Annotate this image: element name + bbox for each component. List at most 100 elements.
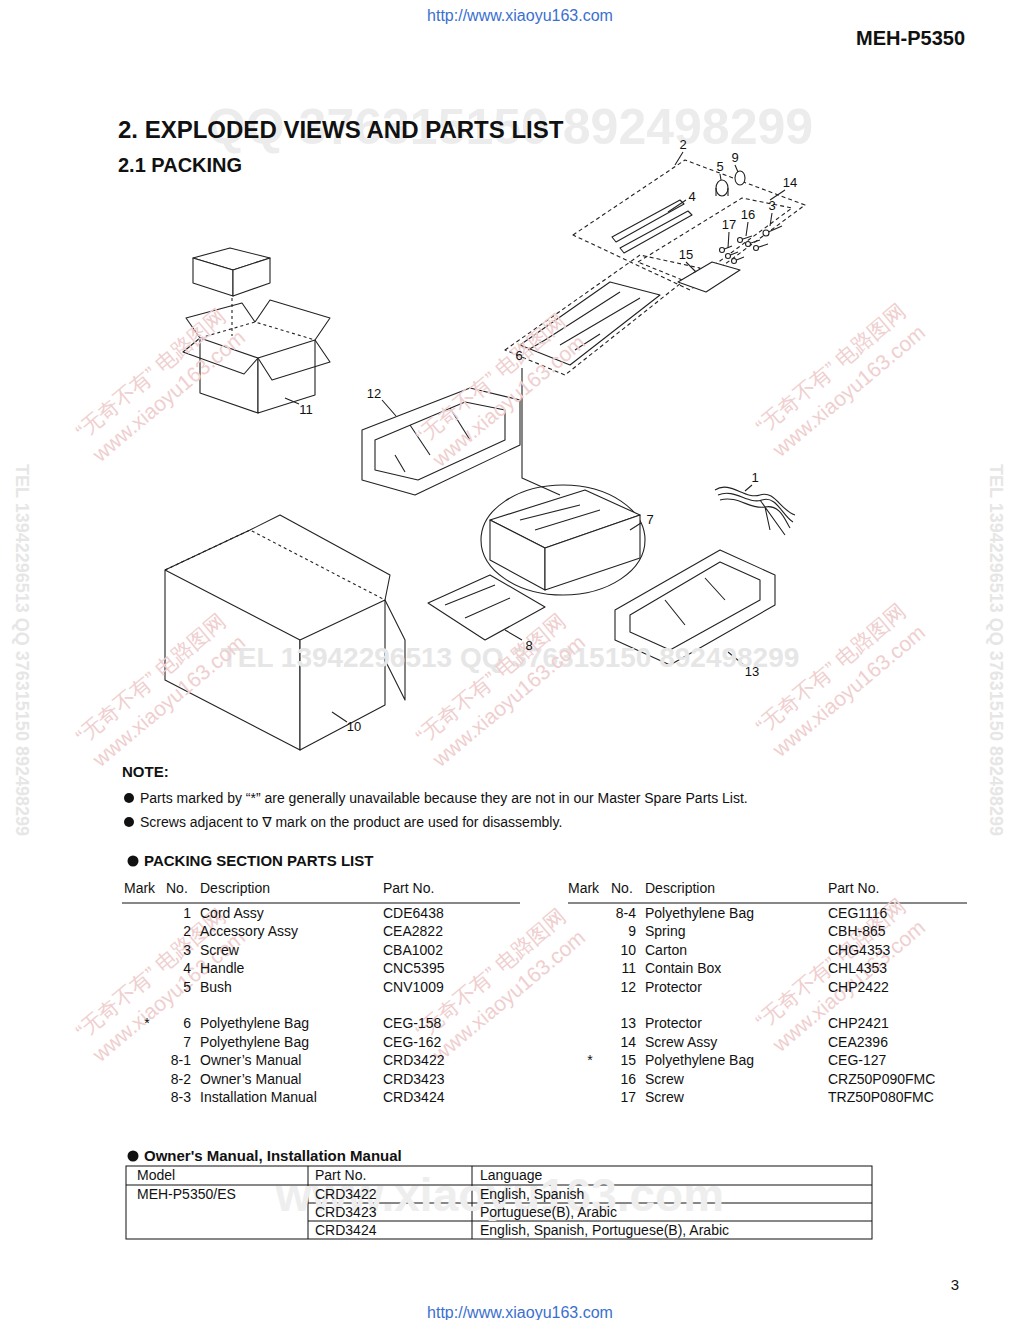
number-cell: 2 [183, 923, 191, 939]
part-number-cell: CRZ50P090FMC [828, 1071, 935, 1087]
number-cell: 9 [628, 923, 636, 939]
part-number-cell: CEG-162 [383, 1034, 441, 1050]
description-cell: Accessory Assy [200, 923, 298, 939]
part-number-cell: CEA2822 [383, 923, 443, 939]
callout-number: 9 [731, 151, 738, 166]
page-title: 2. EXPLODED VIEWS AND PARTS LIST [118, 116, 563, 144]
number-cell: 4 [183, 960, 191, 976]
watermark: TEL 13942296513 QQ 376315150 892498299 [12, 464, 33, 836]
number-cell: 13 [620, 1015, 636, 1031]
note-heading: NOTE: [122, 763, 169, 780]
callout-number: 10 [347, 720, 361, 735]
table-cell: English, Spanish, Portuguese(B), Arabic [480, 1222, 729, 1238]
table-heading: PACKING SECTION PARTS LIST [144, 852, 373, 869]
page-rules [122, 793, 967, 1239]
description-cell: Polyethylene Bag [200, 1015, 309, 1031]
number-cell: 16 [620, 1071, 636, 1087]
description-cell: Installation Manual [200, 1089, 317, 1105]
part-number-cell: CHP2422 [828, 979, 889, 995]
part-number-cell: CHP2421 [828, 1015, 889, 1031]
column-header: Part No. [828, 880, 879, 896]
callout-number: 7 [646, 513, 653, 528]
number-cell: 12 [620, 979, 636, 995]
description-cell: Screw [200, 942, 239, 958]
header-url: http://www.xiaoyu163.com [427, 7, 613, 25]
number-cell: 8-2 [171, 1071, 191, 1087]
column-header: Part No. [383, 880, 434, 896]
number-cell: 17 [620, 1089, 636, 1105]
column-header: Description [645, 880, 715, 896]
section-heading: 2.1 PACKING [118, 154, 242, 177]
description-cell: Owner’s Manual [200, 1071, 301, 1087]
callout-number: 5 [716, 160, 723, 175]
note-text: Parts marked by “*” are generally unavai… [140, 790, 748, 806]
table-cell: Language [480, 1167, 542, 1183]
table-cell: Portuguese(B), Arabic [480, 1204, 617, 1220]
part-number-cell: CDE6438 [383, 905, 444, 921]
mark-cell: * [144, 1015, 149, 1031]
part-number-cell: CNC5395 [383, 960, 444, 976]
callout-number: 1 [751, 471, 758, 486]
column-header: Mark [568, 880, 599, 896]
part-number-cell: CRD3424 [383, 1089, 444, 1105]
part-number-cell: CHG4353 [828, 942, 890, 958]
number-cell: 14 [620, 1034, 636, 1050]
number-cell: 3 [183, 942, 191, 958]
number-cell: 8-4 [616, 905, 636, 921]
part-number-cell: CHL4353 [828, 960, 887, 976]
callout-number: 11 [299, 403, 313, 418]
number-cell: 7 [183, 1034, 191, 1050]
description-cell: Bush [200, 979, 232, 995]
description-cell: Contain Box [645, 960, 721, 976]
table-heading: Owner's Manual, Installation Manual [144, 1147, 402, 1164]
description-cell: Spring [645, 923, 685, 939]
table-cell: CRD3423 [315, 1204, 376, 1220]
number-cell: 15 [620, 1052, 636, 1068]
part-number-cell: CBH-865 [828, 923, 886, 939]
description-cell: Handle [200, 960, 244, 976]
table-cell: CRD3424 [315, 1222, 376, 1238]
illustration [165, 152, 805, 750]
table-cell: Model [137, 1167, 175, 1183]
model-number: MEH-P5350 [856, 27, 965, 50]
number-cell: 6 [183, 1015, 191, 1031]
part-number-cell: CEG1116 [828, 905, 887, 921]
number-cell: 1 [183, 905, 191, 921]
note-text: Screws adjacent to ∇ mark on the product… [140, 814, 562, 830]
description-cell: Polyethylene Bag [200, 1034, 309, 1050]
part-number-cell: CBA1002 [383, 942, 443, 958]
callout-number: 3 [768, 199, 775, 214]
part-number-cell: CEG-127 [828, 1052, 886, 1068]
description-cell: Screw Assy [645, 1034, 717, 1050]
column-header: No. [611, 880, 633, 896]
watermark: TEL 13942296513 QQ 376315150 892498299 [986, 464, 1007, 836]
description-cell: Polyethylene Bag [645, 905, 754, 921]
callout-number: 17 [722, 218, 736, 233]
part-number-cell: CRD3423 [383, 1071, 444, 1087]
callout-number: 2 [679, 138, 686, 153]
number-cell: 5 [183, 979, 191, 995]
part-number-cell: TRZ50P080FMC [828, 1089, 934, 1105]
table-cell: English, Spanish [480, 1186, 584, 1202]
mark-cell: * [587, 1052, 592, 1068]
number-cell: 10 [620, 942, 636, 958]
page-number: 3 [951, 1276, 959, 1293]
callout-number: 6 [515, 349, 522, 364]
callout-number: 4 [688, 190, 695, 205]
column-header: No. [166, 880, 188, 896]
description-cell: Carton [645, 942, 687, 958]
table-cell: Part No. [315, 1167, 366, 1183]
part-number-cell: CEA2396 [828, 1034, 888, 1050]
number-cell: 11 [621, 960, 636, 976]
number-cell: 8-1 [171, 1052, 191, 1068]
callout-number: 16 [741, 208, 755, 223]
description-cell: Owner’s Manual [200, 1052, 301, 1068]
description-cell: Screw [645, 1071, 684, 1087]
callout-number: 14 [783, 176, 797, 191]
description-cell: Polyethylene Bag [645, 1052, 754, 1068]
description-cell: Protector [645, 979, 702, 995]
callout-number: 8 [525, 639, 532, 654]
column-header: Mark [124, 880, 155, 896]
part-number-cell: CRD3422 [383, 1052, 444, 1068]
